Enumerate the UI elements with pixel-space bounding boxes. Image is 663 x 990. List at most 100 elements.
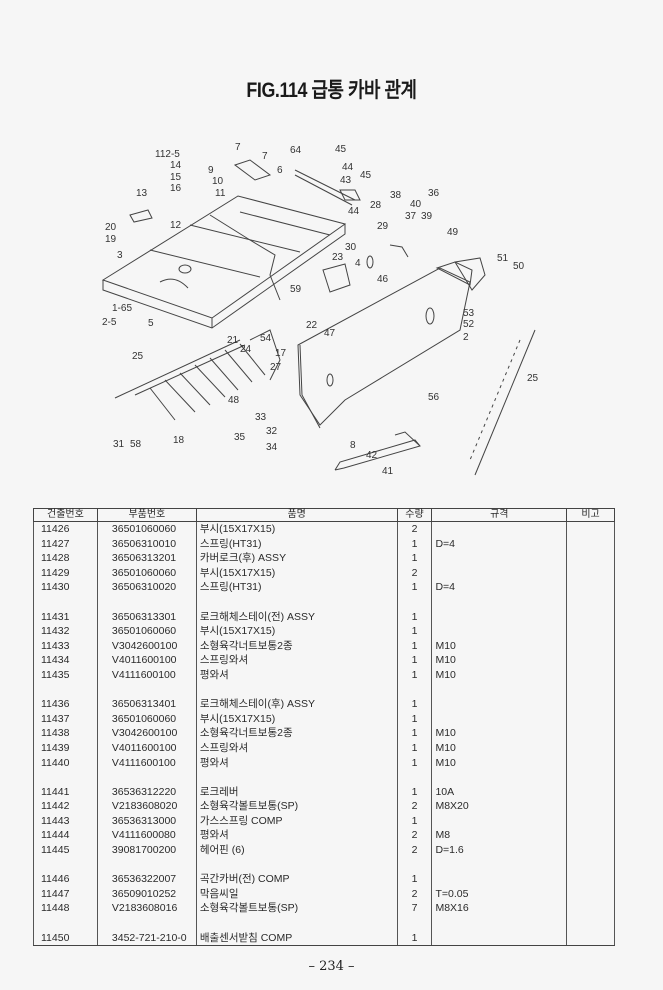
callout-label: 48	[228, 395, 240, 406]
cell-name	[195, 594, 398, 610]
cell-qty: 1	[396, 813, 433, 829]
cell-note	[566, 930, 615, 947]
cell-part: V4011600100	[96, 653, 197, 668]
cell-spec	[431, 697, 568, 712]
cell-spec: T=0.05	[431, 886, 568, 902]
callout-label: 54	[260, 333, 272, 344]
cell-qty: 2	[396, 565, 433, 581]
cell-part	[96, 916, 197, 931]
cell-qty: 1	[396, 624, 433, 639]
cell-part	[96, 682, 197, 698]
cell-no: 11438	[33, 726, 98, 741]
cell-no: 11450	[33, 930, 98, 947]
cell-part: 36536312220	[96, 784, 197, 800]
callout-label: 44	[342, 162, 354, 173]
frame-41-drawing	[334, 431, 421, 471]
callout-label: 17	[275, 348, 287, 359]
cell-part: V4111600100	[96, 755, 197, 771]
cell-name	[195, 857, 398, 873]
cell-spec: D=4	[431, 536, 568, 552]
callout-label: 31	[113, 439, 125, 450]
callout-label: 14	[170, 160, 182, 171]
callout-label: 20	[105, 222, 117, 233]
cell-spec	[431, 872, 568, 887]
callout-label: 41	[382, 466, 394, 477]
callout-label: 45	[335, 144, 347, 155]
column-header: 건출번호	[33, 508, 98, 522]
cell-part: V4111600080	[96, 828, 197, 844]
cell-name: 스프링와셔	[195, 653, 398, 668]
cell-name: 스프링(HT31)	[195, 580, 398, 595]
cell-note	[566, 799, 615, 814]
blank-row	[33, 770, 615, 785]
cell-part: V3042600100	[96, 726, 197, 741]
cell-note	[566, 624, 615, 639]
cell-no: 11445	[33, 843, 98, 858]
cell-part: 3452-721-210-0	[96, 930, 197, 947]
cell-part: 36506310020	[96, 580, 197, 595]
callout-label: 15	[170, 172, 182, 183]
callout-label: 24	[240, 344, 252, 355]
callout-label: 19	[105, 234, 117, 245]
callout-label: 11	[215, 188, 226, 199]
cell-part: 36536322007	[96, 872, 197, 887]
cell-part: 36501060060	[96, 521, 197, 537]
cell-name: 로크해체스테이(전) ASSY	[195, 609, 398, 625]
cell-note	[566, 521, 615, 537]
cell-spec: M10	[431, 667, 568, 683]
cell-name: 평와셔	[195, 667, 398, 683]
callout-label: 38	[390, 190, 402, 201]
cell-spec: D=1.6	[431, 843, 568, 858]
cell-no: 11433	[33, 638, 98, 654]
cell-no: 11439	[33, 740, 98, 756]
cell-note	[566, 784, 615, 800]
cell-qty: 1	[396, 740, 433, 756]
cell-qty: 1	[396, 551, 433, 566]
callout-label: 33	[255, 412, 267, 423]
cell-spec	[431, 682, 568, 698]
callout-label: 35	[234, 432, 246, 443]
column-header: 규격	[431, 508, 568, 522]
cell-qty	[396, 916, 433, 931]
cell-spec	[431, 594, 568, 610]
cell-part: 36501060060	[96, 711, 197, 727]
cell-qty	[396, 594, 433, 610]
guide-line-56-drawing	[469, 329, 536, 476]
callout-label: 45	[360, 170, 372, 181]
callout-label: 13	[136, 188, 148, 199]
cell-note	[566, 843, 615, 858]
callout-label: 23	[332, 252, 344, 263]
cell-note	[566, 886, 615, 902]
blank-row	[33, 916, 615, 931]
cell-name: 소형육각너트보통2종	[195, 638, 398, 654]
cell-qty: 1	[396, 609, 433, 625]
cell-note	[566, 682, 615, 698]
cell-spec: M10	[431, 755, 568, 771]
cell-note	[566, 594, 615, 610]
cell-no: 11432	[33, 624, 98, 639]
cell-spec: 10A	[431, 784, 568, 800]
column-header: 수량	[396, 508, 433, 522]
cell-no: 11442	[33, 799, 98, 814]
column-header: 품명	[195, 508, 398, 522]
cell-part: 36506313301	[96, 609, 197, 625]
cell-no	[33, 916, 98, 931]
cell-name	[195, 682, 398, 698]
cell-note	[566, 770, 615, 785]
cell-no: 11437	[33, 711, 98, 727]
cell-spec	[431, 770, 568, 785]
upper-bar-drawing	[233, 159, 361, 206]
callout-label: 50	[513, 261, 525, 272]
cell-part: 36501060060	[96, 565, 197, 581]
cell-qty: 1	[396, 711, 433, 727]
